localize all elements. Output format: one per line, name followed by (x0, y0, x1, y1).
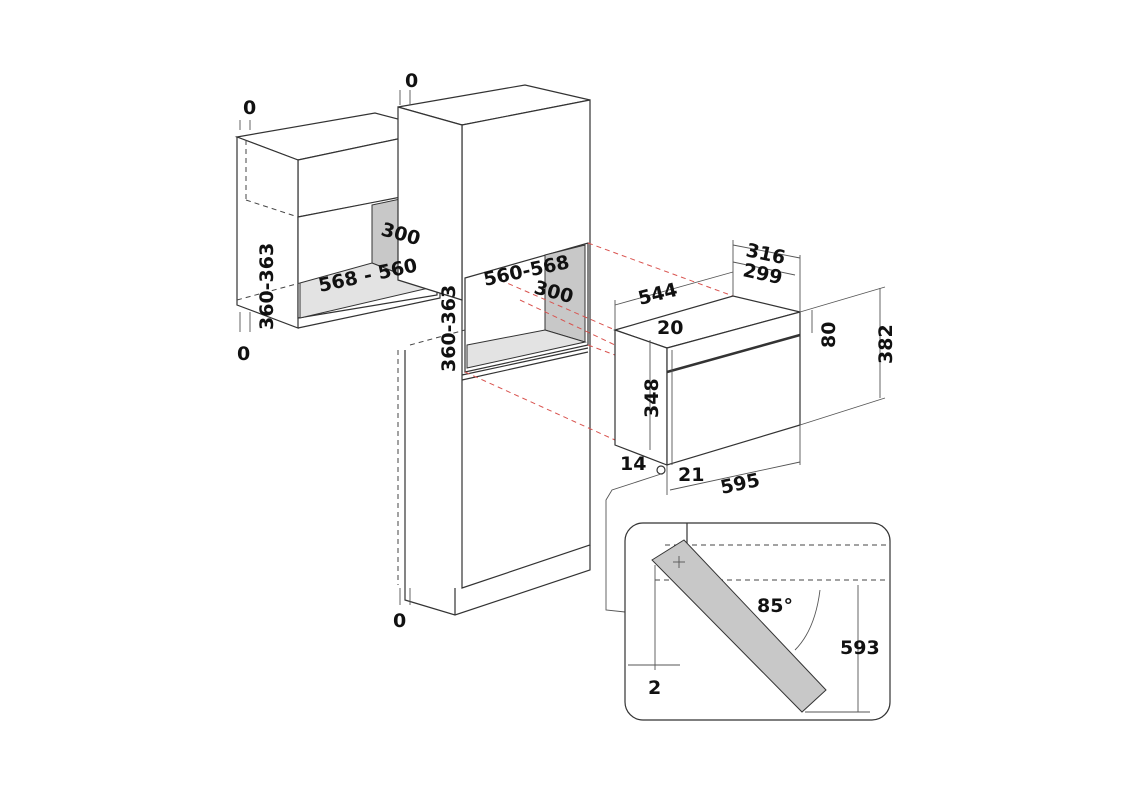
tall-height-label: 360-363 (438, 285, 460, 372)
tall-gap-bottom-label: 0 (393, 610, 406, 632)
front-offset-label: 20 (657, 317, 683, 339)
width-body-label: 544 (636, 279, 680, 310)
height-body-label: 348 (641, 378, 663, 418)
dimension-labels: 0 0 360-363 568 - 560 300 0 0 360-363 56… (237, 70, 897, 699)
appliance (605, 240, 886, 613)
alignment-lines (464, 242, 734, 441)
door-gap-label: 2 (648, 677, 661, 699)
tall-cabinet (397, 84, 591, 616)
tall-gap-top-label: 0 (405, 70, 418, 92)
side-offset-label: 21 (678, 464, 704, 486)
door-open-height-label: 593 (840, 637, 880, 659)
width-front-label: 595 (718, 469, 761, 499)
door-detail-inset (624, 522, 891, 721)
height-total-label: 382 (875, 324, 897, 364)
bottom-offset-label: 14 (620, 453, 646, 475)
wall-gap-top-label: 0 (243, 97, 256, 119)
door-angle-label: 85° (757, 595, 793, 617)
panel-height-label: 80 (818, 322, 840, 348)
wall-gap-bottom-label: 0 (237, 343, 250, 365)
wall-height-label: 360-363 (256, 243, 278, 330)
